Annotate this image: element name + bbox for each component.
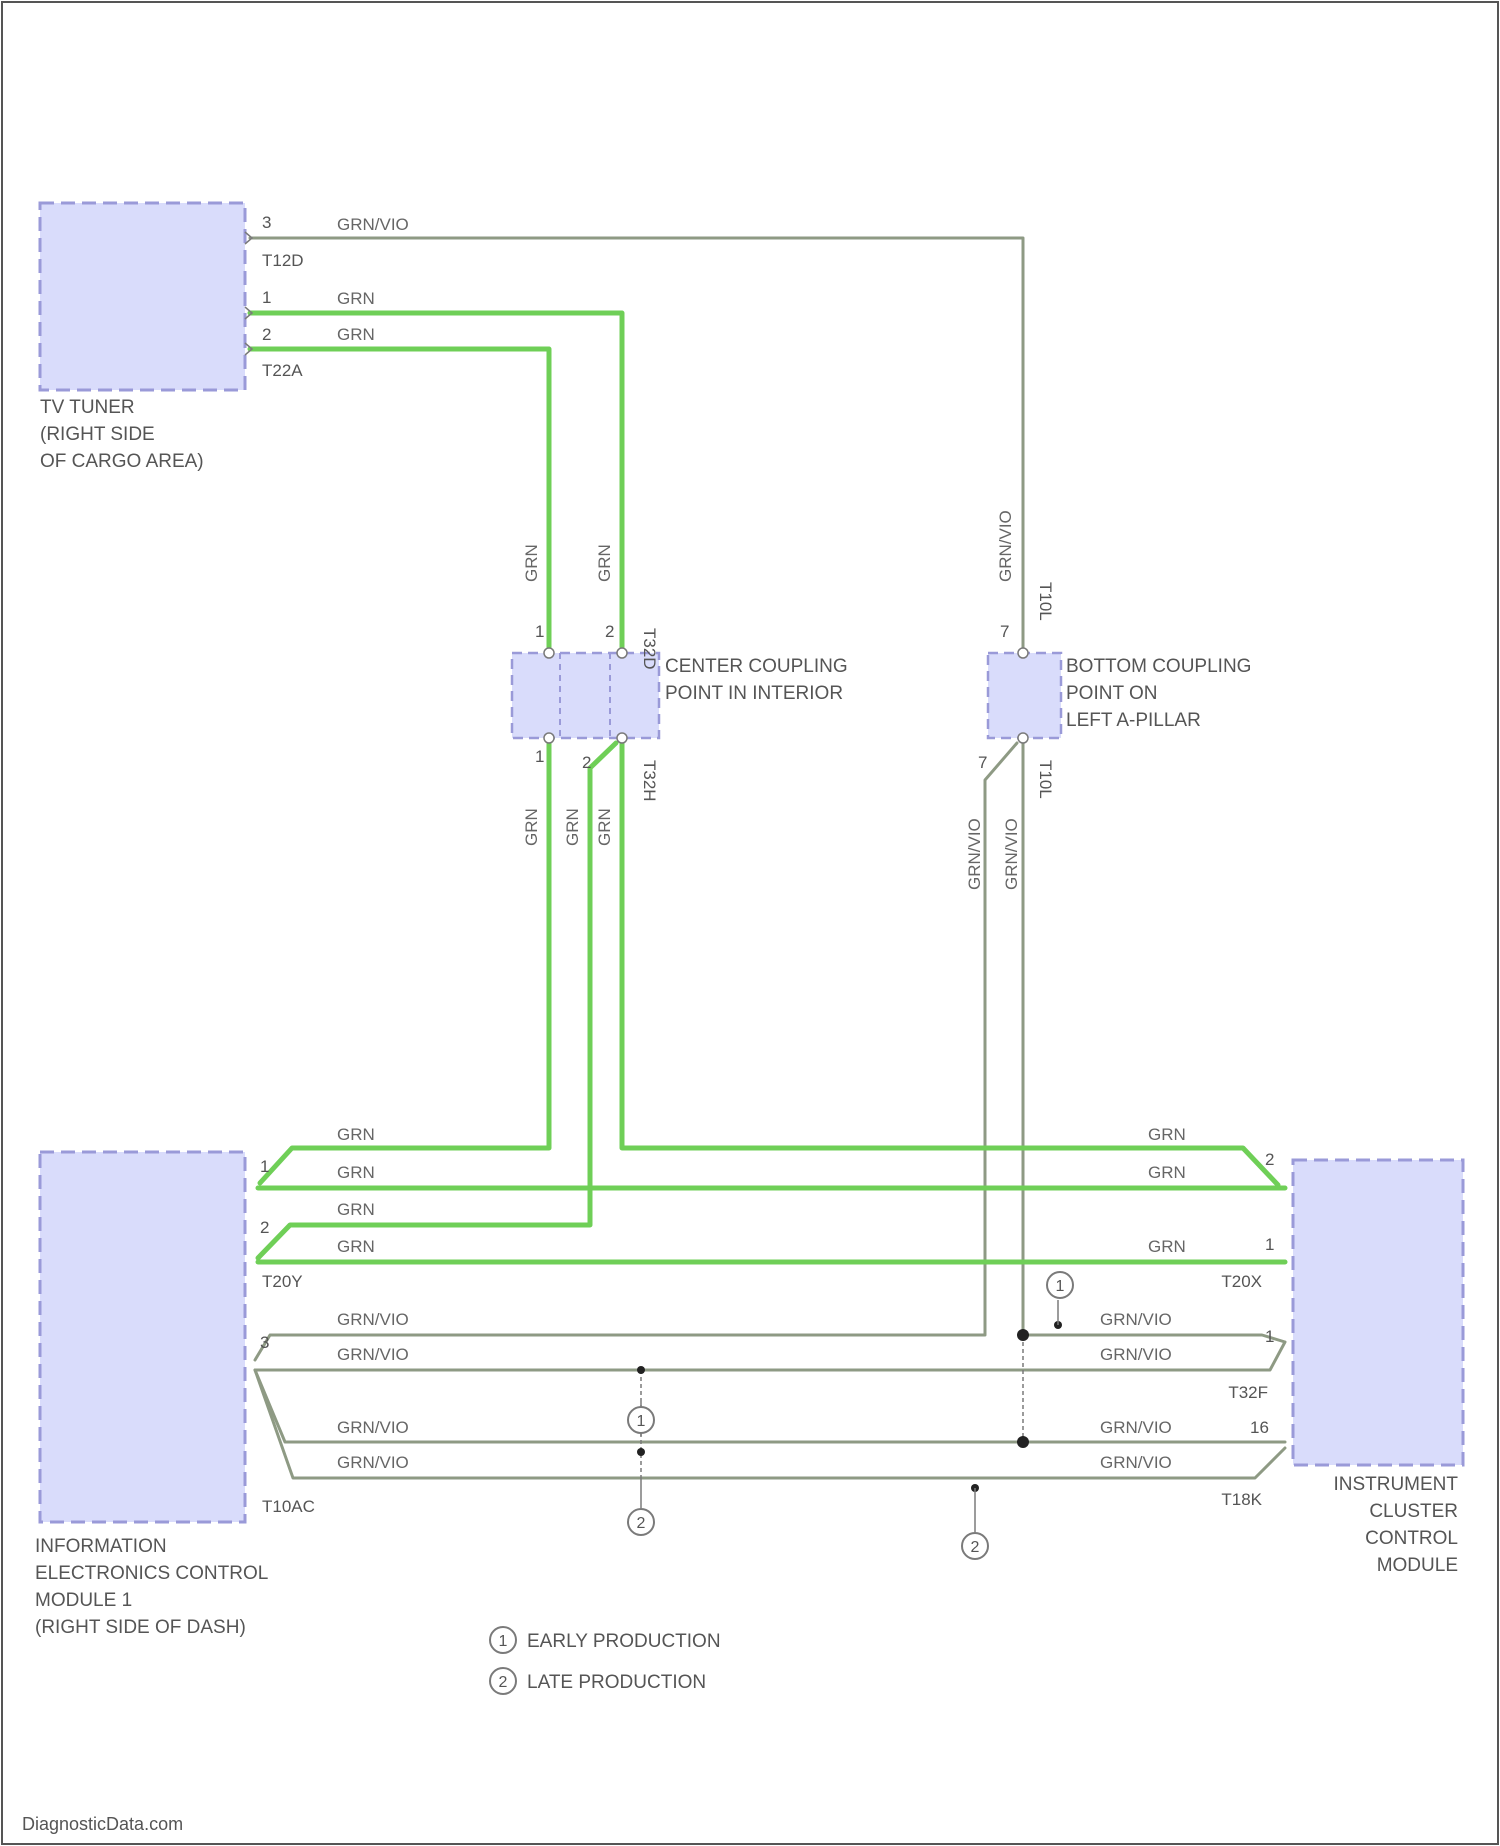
wire-label-gv: GRN/VIO (337, 1345, 409, 1364)
wire-label-grn: GRN (1148, 1163, 1186, 1182)
splice-dot (1017, 1436, 1029, 1448)
center-coupling-label-line1: CENTER COUPLING (665, 656, 848, 677)
wire-label-gv: GRN/VIO (337, 1418, 409, 1437)
late-production-marker-num: 2 (971, 1539, 980, 1556)
wire-label-gv: GRN/VIO (337, 1453, 409, 1472)
bottom-top-pin-7: 7 (1000, 622, 1009, 641)
cluster-pin-gv-1: 1 (1265, 1327, 1274, 1346)
splice-dot (1017, 1329, 1029, 1341)
cluster-label-line3: CONTROL (1365, 1528, 1458, 1549)
center-bottom-pin-2: 2 (582, 753, 591, 772)
wire-label-grn: GRN (522, 544, 541, 582)
wire-label-gv: GRN/VIO (1002, 818, 1021, 890)
early-production-marker-num: 1 (1056, 1278, 1065, 1295)
wire-label-grn: GRN (337, 1163, 375, 1182)
info-pin-2: 2 (260, 1218, 269, 1237)
wire-label-gv: GRN/VIO (1100, 1310, 1172, 1329)
cluster-connector-t32f: T32F (1228, 1383, 1268, 1402)
tv-connector-t12d: T12D (262, 251, 304, 270)
wire-label-grn: GRN (595, 808, 614, 846)
instrument-cluster-module (1293, 1160, 1463, 1465)
wire-label-grn: GRN (595, 544, 614, 582)
wire-label-grn: GRN (337, 289, 375, 308)
bottom-top-connector: T10L (1036, 582, 1055, 621)
cluster-pin-16: 16 (1250, 1418, 1269, 1437)
bottom-coupling-label-line3: LEFT A-PILLAR (1066, 710, 1201, 731)
info-connector-t10ac: T10AC (262, 1497, 315, 1516)
tv-pin-3: 3 (262, 213, 271, 232)
wire-label-gv: GRN/VIO (337, 215, 409, 234)
wire-label-gv: GRN/VIO (1100, 1453, 1172, 1472)
bottom-coupling-block (988, 653, 1061, 738)
info-module-label-line4: (RIGHT SIDE OF DASH) (35, 1617, 246, 1638)
legend-marker-late-num: 2 (499, 1674, 508, 1691)
cluster-pin-1: 1 (1265, 1235, 1274, 1254)
wire-label-grn: GRN (337, 325, 375, 344)
info-module-label-line3: MODULE 1 (35, 1590, 132, 1611)
wire-label-grn: GRN (1148, 1237, 1186, 1256)
center-top-pin-1: 1 (535, 622, 544, 641)
cluster-label-line4: MODULE (1377, 1555, 1458, 1576)
info-module-label-line2: ELECTRONICS CONTROL (35, 1563, 268, 1584)
tv-tuner-module (40, 203, 245, 390)
tv-tuner-label-line3: OF CARGO AREA) (40, 451, 204, 472)
cluster-connector-t18k: T18K (1221, 1490, 1262, 1509)
center-bottom-connector: T32H (640, 760, 659, 802)
wire-label-gv: GRN/VIO (996, 510, 1015, 582)
bottom-coupling-label-line2: POINT ON (1066, 683, 1158, 704)
wire-label-grn: GRN (1148, 1125, 1186, 1144)
wire-label-gv: GRN/VIO (337, 1310, 409, 1329)
info-pin-1: 1 (260, 1157, 269, 1176)
source-credit: DiagnosticData.com (22, 1814, 183, 1834)
early-production-marker-num: 1 (637, 1413, 646, 1430)
info-pin-3: 3 (260, 1333, 269, 1352)
wire-label-grn: GRN (337, 1237, 375, 1256)
cluster-label-line2: CLUSTER (1369, 1501, 1458, 1522)
tv-pin-2: 2 (262, 325, 271, 344)
tv-pin-1: 1 (262, 288, 271, 307)
bottom-coupling-label-line1: BOTTOM COUPLING (1066, 656, 1251, 677)
legend-early-production: EARLY PRODUCTION (527, 1631, 721, 1652)
late-production-marker-num: 2 (637, 1515, 646, 1532)
center-coupling-block (512, 653, 659, 738)
wire-label-gv: GRN/VIO (965, 818, 984, 890)
wire-label-grn: GRN (522, 808, 541, 846)
info-connector-t20y: T20Y (262, 1272, 303, 1291)
splice-dot (637, 1366, 645, 1374)
cluster-connector-t20x: T20X (1221, 1272, 1262, 1291)
legend-late-production: LATE PRODUCTION (527, 1672, 706, 1693)
tv-tuner-label-line1: TV TUNER (40, 397, 135, 418)
legend-marker-early-num: 1 (499, 1633, 508, 1650)
wire-label-gv: GRN/VIO (1100, 1418, 1172, 1437)
wire-label-gv: GRN/VIO (1100, 1345, 1172, 1364)
center-top-pin-2: 2 (605, 622, 614, 641)
info-module-label-line1: INFORMATION (35, 1536, 167, 1557)
center-coupling-label-line2: POINT IN INTERIOR (665, 683, 843, 704)
tv-tuner-label-line2: (RIGHT SIDE (40, 424, 155, 445)
info-electronics-module (40, 1152, 245, 1522)
center-top-connector: T32D (640, 628, 659, 670)
bottom-bottom-pin-7: 7 (978, 753, 987, 772)
wire-label-grn: GRN (337, 1125, 375, 1144)
splice-dot (637, 1448, 645, 1456)
cluster-label-line1: INSTRUMENT (1333, 1474, 1458, 1495)
bottom-bottom-connector: T10L (1036, 760, 1055, 799)
center-bottom-pin-1: 1 (535, 747, 544, 766)
wire-label-grn: GRN (563, 808, 582, 846)
wire-label-grn: GRN (337, 1200, 375, 1219)
cluster-pin-2: 2 (1265, 1150, 1274, 1169)
tv-connector-t22a: T22A (262, 361, 303, 380)
